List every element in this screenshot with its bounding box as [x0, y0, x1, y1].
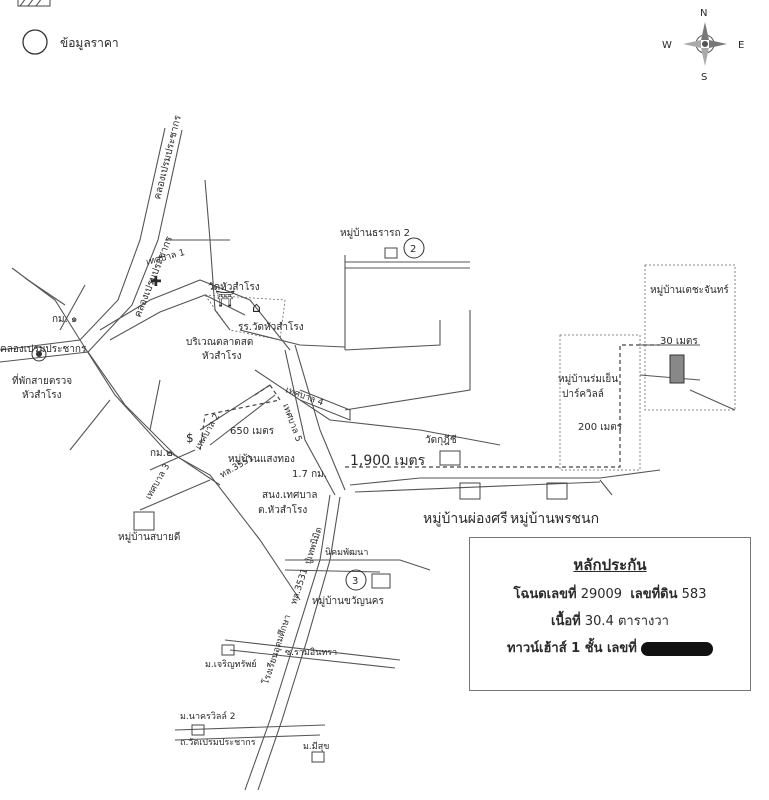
- route-dashed: [199, 344, 660, 468]
- price-point-2-icon: [403, 237, 425, 259]
- watsai-building-icon: [191, 724, 205, 736]
- health-label-2: ต.หัวสำโรง: [258, 503, 307, 516]
- market-label: บริเวณตลาดสด: [186, 337, 253, 348]
- canal-top-label: คลองเปรมประชากร: [152, 114, 184, 201]
- deed-number: 29009: [580, 587, 623, 602]
- canal-mid-label: คลองเปรมประชากร: [133, 234, 176, 319]
- romyen-label: หมู่บ้านร่มเย็น: [558, 371, 618, 385]
- romyen-label-2: ปาร์ควิลล์: [562, 388, 604, 400]
- pattana-label: นิคมพัฒนา: [325, 547, 368, 558]
- building-row: ทาวน์เฮ้าส์ 1 ชั้น เลขที่: [470, 637, 750, 658]
- phongsri-building-icon: [459, 482, 481, 500]
- dist17-label: 1.7 กม.: [292, 469, 327, 480]
- thararot-label: หมู่บ้านธรารถ 2: [340, 227, 410, 239]
- watkuti-building-icon: [439, 450, 461, 466]
- area-row: เนื้อที่ 30.4 ตารางวา: [470, 610, 750, 631]
- phongsri-label: หมู่บ้านผ่องศรี: [423, 511, 508, 527]
- compass-icon: [683, 22, 727, 66]
- rakdee-label: ม.มีสุข: [303, 741, 329, 752]
- land-label: เลขที่ดิน: [630, 587, 678, 602]
- school-icon: ⌂: [252, 300, 261, 316]
- area-value: 30.4 ตารางวา: [584, 614, 669, 629]
- phonchanok-label: หมู่บ้านพรชนก: [510, 511, 599, 527]
- soi-label: ซ.รามอินทรา: [285, 647, 337, 658]
- jarern-building-icon: [221, 644, 235, 656]
- area-label: เนื้อที่: [551, 614, 581, 629]
- village-boundaries: [204, 264, 736, 471]
- tessaban2-label: เทศบาล 2: [194, 412, 222, 451]
- deed-row: โฉนดเลขที่ 29009 เลขที่ดิน 583: [470, 583, 750, 604]
- deed-label: โฉนดเลขที่: [513, 587, 577, 602]
- compass-n-label: N: [700, 8, 707, 19]
- land-number: 583: [681, 587, 707, 602]
- legend-hatch-icon: [17, 0, 51, 7]
- rakdee-building-icon: [311, 751, 325, 763]
- canal: [0, 127, 183, 363]
- dist1900-label: 1,900 เมตร: [350, 453, 426, 469]
- subject-property-icon: [669, 354, 685, 384]
- km-label: กม. ๑: [52, 314, 77, 325]
- temple-icon: ⛩: [215, 289, 235, 308]
- tessaban3-label: เทศบาล 3: [144, 462, 172, 501]
- road-network: [11, 179, 736, 791]
- price-point-3-icon: [345, 569, 367, 591]
- redacted-number: [641, 641, 713, 656]
- price-circle-icon: [22, 29, 48, 55]
- dist30-label: 30 เมตร: [660, 336, 698, 347]
- area-label: ถ.วัดเปรมประชากร: [180, 738, 256, 748]
- watkuti-label: วัดกุฎีชี: [425, 434, 457, 446]
- sabaidee-label: หมู่บ้านสบายดี: [118, 531, 180, 543]
- collateral-title: หลักประกัน: [573, 556, 647, 574]
- tejachan-label: หมู่บ้านเตชะจันทร์: [650, 284, 729, 296]
- tessaban5-label: เทศบาล 5: [280, 403, 303, 444]
- school-label: รร.วัดหัวสำโรง: [238, 320, 304, 333]
- compass-w-label: W: [662, 40, 672, 51]
- khwan-building-icon: [371, 573, 391, 589]
- sabaidee-building-icon: [133, 511, 155, 531]
- km2-label: กม.๒: [150, 448, 172, 459]
- hospital-icon: ✚: [150, 274, 162, 290]
- canal-left-label: คลองเปรมประชากร: [0, 344, 87, 355]
- market-label-2: หัวสำโรง: [202, 349, 242, 362]
- khwan-label: หมู่บ้านขวัญนคร: [312, 595, 384, 607]
- building-label: ทาวน์เฮ้าส์ 1 ชั้น เลขที่: [506, 641, 637, 656]
- compass-s-label: S: [701, 72, 707, 83]
- compass-e-label: E: [738, 40, 744, 51]
- police-label: ที่พักสายตรวจ: [12, 373, 72, 387]
- police-icon: [31, 346, 47, 362]
- legend-price-label: ข้อมูลราคา: [60, 36, 119, 51]
- dist650-label: 650 เมตร: [230, 426, 275, 437]
- price-point-3-label: 3: [352, 576, 358, 587]
- phonchanok-building-icon: [546, 482, 568, 500]
- temple-label: วัดหัวสำโรง: [208, 280, 260, 293]
- collateral-info-box: หลักประกัน โฉนดเลขที่ 29009 เลขที่ดิน 58…: [469, 537, 751, 691]
- police-icon-center: [36, 351, 42, 357]
- health-label: สนง.เทศบาล: [262, 490, 317, 501]
- police-label-2: หัวสำโรง: [22, 388, 62, 401]
- price-point-2-label: 2: [410, 244, 416, 255]
- watsai-label: ม.นาครวิลล์ 2: [180, 710, 236, 722]
- jarern-label: ม.เจริญทรัพย์: [205, 658, 257, 670]
- dist200-label: 200 เมตร: [578, 422, 623, 433]
- saengthong-label: หมู่บ้านแสงทอง: [228, 453, 295, 465]
- thararot-building-icon: [384, 247, 398, 259]
- bank-icon: $: [186, 431, 194, 445]
